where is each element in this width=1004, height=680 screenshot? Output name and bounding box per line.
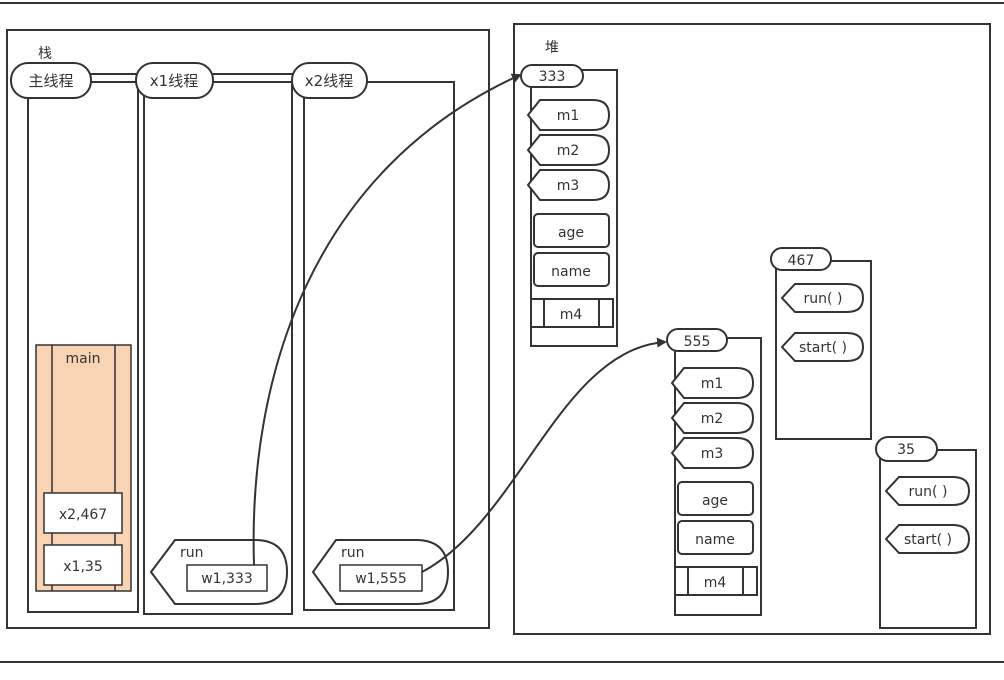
var-box-x1 (43, 544, 123, 586)
object-id-badge (875, 436, 938, 462)
x2-thread-stack: x2线程 run w1,555 (291, 62, 455, 611)
method-m2 (670, 402, 755, 434)
thread-label-x1 (135, 62, 214, 99)
var-box-x1-w1 (186, 564, 268, 592)
method-label: m1 (557, 108, 580, 124)
field-name (677, 520, 754, 555)
method-m1 (670, 367, 755, 399)
method-start (780, 332, 865, 362)
thread-label-main (10, 62, 92, 99)
thread-label-main-text: 主线程 (28, 72, 73, 90)
field-age (677, 481, 754, 516)
method-m2 (526, 134, 611, 166)
method-label: m2 (701, 411, 724, 427)
reference-arrow-555 (421, 337, 667, 573)
x1-run-label: run (180, 545, 204, 561)
field-label: age (702, 493, 728, 509)
method-label: start( ) (904, 532, 952, 548)
x1-w1-text: w1,333 (201, 571, 253, 587)
heap-object-35: 35 run( ) start( ) (875, 436, 977, 629)
object-id: 467 (788, 253, 815, 269)
heap-title: 堆 (545, 40, 559, 56)
thread-label-x1-text: x1线程 (150, 72, 198, 90)
field-label: age (558, 225, 584, 241)
x2-run-frame: run w1,555 (311, 539, 450, 605)
x1-run-frame: run w1,333 (149, 539, 289, 605)
main-frame: main x2,467 x1,35 (35, 344, 132, 592)
x1-thread-stack: x1线程 run w1,333 (135, 62, 293, 615)
x2-run-label: run (341, 545, 365, 561)
method-m3 (526, 169, 611, 201)
heap-object-333: 333 m1 m2 m3 age name m4 (520, 64, 618, 347)
method-m3 (670, 437, 755, 469)
heap-object-555: 555 m1 m2 m3 age name m4 (666, 328, 762, 616)
object-id: 555 (684, 334, 711, 350)
method-run (884, 476, 971, 506)
field-label: name (551, 264, 591, 280)
thread-label-x2 (291, 62, 368, 99)
object-id: 35 (897, 442, 915, 458)
stack-title: 栈 (38, 46, 52, 62)
stack-region: 栈 主线程 main x2,467 x1,35 x1 (6, 29, 490, 629)
method-label: m2 (557, 143, 580, 159)
method-run (780, 283, 865, 313)
var-x2-text: x2,467 (59, 507, 107, 523)
static-label: m4 (560, 307, 583, 323)
main-thread-stack: 主线程 main x2,467 x1,35 (10, 62, 139, 613)
x2-w1-text: w1,555 (355, 571, 407, 587)
method-label: run( ) (909, 484, 948, 500)
heap-region: 堆 333 m1 m2 m3 age name m4 555 (513, 23, 991, 635)
field-label: name (695, 532, 735, 548)
method-label: m3 (557, 178, 580, 194)
var-box-x2-w1 (339, 564, 423, 592)
var-box-x2 (43, 492, 123, 534)
reference-arrow-333 (252, 73, 522, 566)
method-label: m1 (701, 376, 724, 392)
method-label: start( ) (799, 340, 847, 356)
method-label: run( ) (804, 291, 843, 307)
method-start (884, 524, 971, 554)
thread-label-x2-text: x2线程 (305, 72, 353, 90)
main-frame-label: main (66, 351, 101, 367)
heap-object-467: 467 run( ) start( ) (770, 247, 872, 440)
method-m1 (526, 99, 611, 131)
object-id: 333 (539, 69, 566, 85)
object-id-badge (666, 328, 728, 352)
static-label: m4 (704, 575, 727, 591)
method-label: m3 (701, 446, 724, 462)
field-age (533, 213, 610, 248)
object-id-badge (770, 247, 832, 271)
field-name (533, 252, 610, 287)
var-x1-text: x1,35 (63, 559, 102, 575)
